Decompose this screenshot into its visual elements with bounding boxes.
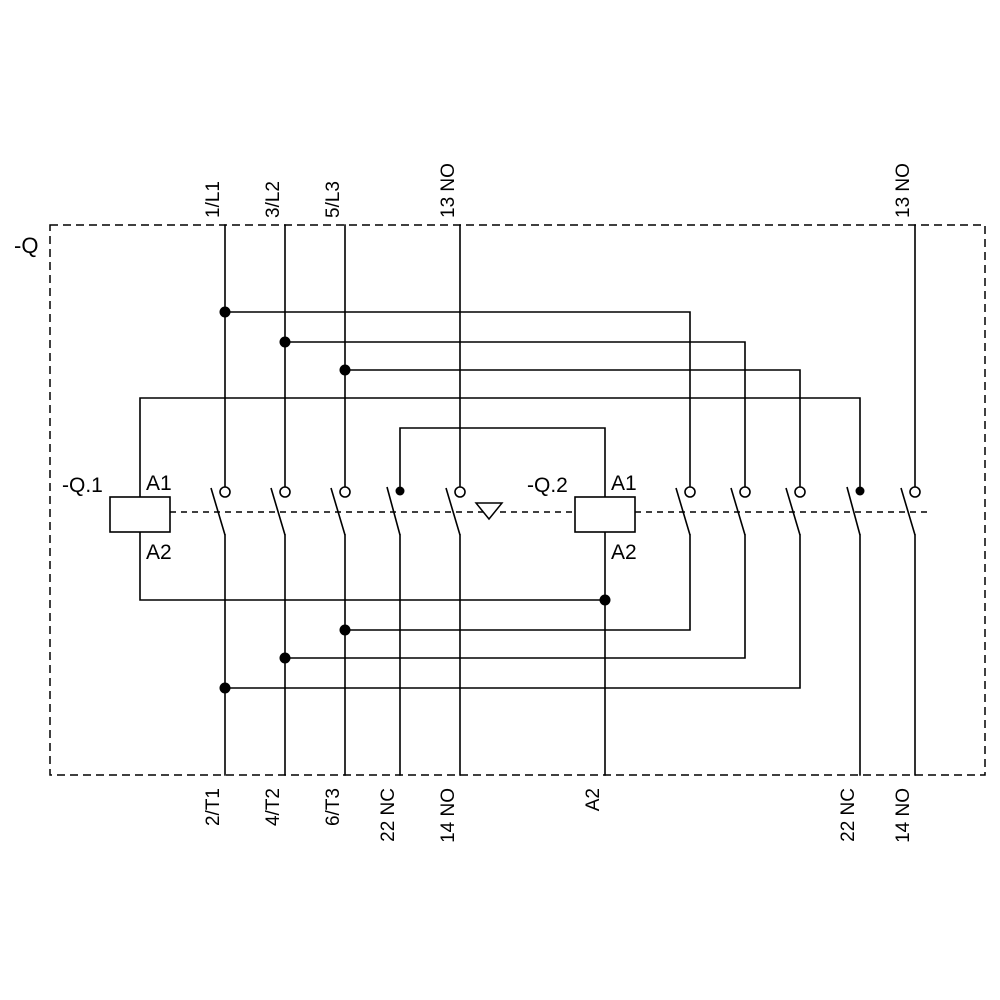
contact-terminal-circle [794, 486, 806, 498]
contact-blade [846, 486, 861, 536]
junction-dot [219, 682, 231, 694]
junction-dot [339, 624, 351, 636]
mechanical-interlock-triangle [474, 502, 504, 521]
contact-blade [730, 487, 746, 536]
contact-q2-pole3-no [785, 486, 806, 536]
terminal-label-1l1: 1/L1 [203, 181, 224, 218]
terminal-label-22nc-q2: 22 NC [838, 788, 859, 842]
contact-terminal-circle [454, 486, 466, 498]
contact-q2-aux-no [900, 486, 921, 536]
terminal-label-4t2: 4/T2 [263, 788, 284, 826]
terminal-label-22nc-q1: 22 NC [378, 788, 399, 842]
contact-q1-pole2-no [270, 486, 291, 536]
coil-q1-label: -Q.1 [62, 474, 103, 497]
coil-q2-box [574, 496, 636, 533]
coil-q2-label: -Q.2 [527, 474, 568, 497]
contact-terminal-circle [339, 486, 351, 498]
terminal-label-13no-q1: 13 NO [438, 163, 459, 218]
contact-blade [210, 487, 226, 536]
contact-blade [785, 487, 801, 536]
contact-q2-pole2-no [730, 486, 751, 536]
contact-q2-aux-nc [846, 486, 865, 536]
coil-q2-a1-label: A1 [611, 472, 637, 495]
contact-blade [330, 487, 346, 536]
junction-dot [279, 652, 291, 664]
junction-dot [599, 594, 611, 606]
junction-dot [219, 306, 231, 318]
enclosure-dashed-boundary [49, 224, 986, 776]
terminal-label-14no-q2: 14 NO [893, 788, 914, 843]
terminal-label-5l3: 5/L3 [323, 181, 344, 218]
contact-terminal-circle [219, 486, 231, 498]
contact-terminal-circle [739, 486, 751, 498]
bottom-terminal-labels: 2/T1 4/T2 6/T3 22 NC 14 NO A2 22 NC 14 N… [203, 788, 914, 843]
coil-q2: -Q.2 A1 A2 [527, 472, 637, 564]
contact-terminal-circle [909, 486, 921, 498]
contact-blade [386, 486, 401, 536]
junction-dot [279, 336, 291, 348]
contact-terminal-dot [395, 486, 405, 496]
contact-q2-pole1-no [675, 486, 696, 536]
contact-q1-pole1-no [210, 486, 231, 536]
contact-blade [675, 487, 691, 536]
terminal-label-14no-q1: 14 NO [438, 788, 459, 843]
circuit-wires [139, 224, 916, 776]
coil-q2-a2-label: A2 [611, 541, 637, 564]
contact-q1-aux-nc [386, 486, 405, 536]
contact-blade [900, 487, 916, 536]
contact-blade [445, 487, 461, 536]
coil-q1: -Q.1 A1 A2 [62, 472, 172, 564]
contact-terminal-circle [279, 486, 291, 498]
junction-dot [339, 364, 351, 376]
terminal-label-a2: A2 [583, 788, 604, 811]
enclosure-label: -Q [14, 233, 38, 258]
junction-dots [219, 306, 611, 694]
top-terminal-labels: 1/L1 3/L2 5/L3 13 NO 13 NO [203, 163, 914, 218]
terminal-label-2t1: 2/T1 [203, 788, 224, 826]
contact-blade [270, 487, 286, 536]
coil-q1-a1-label: A1 [146, 472, 172, 495]
terminal-label-6t3: 6/T3 [323, 788, 344, 826]
coil-q1-a2-label: A2 [146, 541, 172, 564]
terminal-label-13no-q2: 13 NO [893, 163, 914, 218]
terminal-label-3l2: 3/L2 [263, 181, 284, 218]
contact-terminal-dot [855, 486, 865, 496]
coil-q1-box [109, 496, 171, 533]
contact-terminal-circle [684, 486, 696, 498]
contact-q1-pole3-no [330, 486, 351, 536]
contact-q1-aux-no [445, 486, 466, 536]
